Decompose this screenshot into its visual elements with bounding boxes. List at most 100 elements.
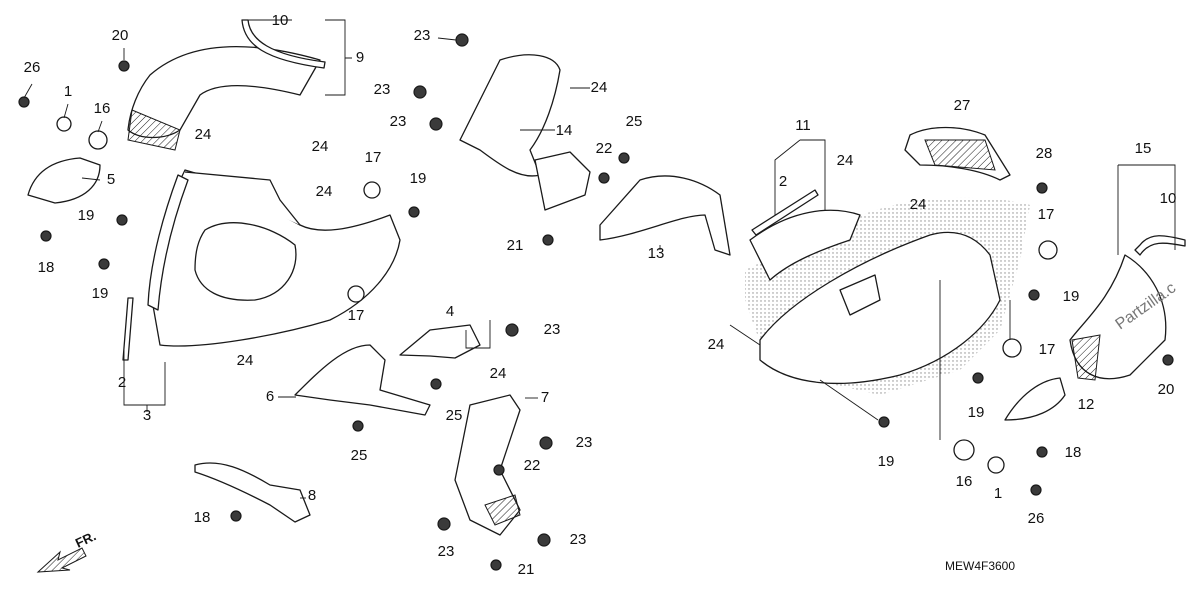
callout-18: 18 [194,509,211,526]
callout-17: 17 [1038,206,1055,223]
upper-cowl-assembly-left [27,19,401,361]
part-16-collar-right [953,439,975,461]
callout-10: 10 [1160,190,1177,207]
part-23-clip-b [413,85,427,99]
callout-28: 28 [1036,145,1053,162]
part-19-bolt-left-b [98,258,110,270]
callout-14: 14 [556,122,573,139]
callout-24: 24 [237,352,254,369]
callout-3: 3 [143,407,151,424]
leader-lines [23,19,1176,499]
part-4-duct [399,324,481,359]
part-15-vent [1071,334,1101,381]
callout-24: 24 [708,336,725,353]
callout-16: 16 [956,473,973,490]
callout-16: 16 [94,100,111,117]
part-18-clip-right [1036,446,1048,458]
part-3-headlight-opening [194,222,297,301]
callout-26: 26 [24,59,41,76]
part-18-clip-bottom [230,510,242,522]
callout-10: 10 [272,12,289,29]
part-17-grommet-right-lower [1002,338,1022,358]
part-26-bolt-left [18,96,30,108]
callout-13: 13 [648,245,665,262]
part-22-screw-b [493,464,505,476]
part-17-grommet-left [363,181,381,199]
callout-17: 17 [365,149,382,166]
callout-23: 23 [570,531,587,548]
part-28-screw [1036,182,1048,194]
callout-18: 18 [38,259,55,276]
callout-1: 1 [64,83,72,100]
part-23-clip-c [429,117,443,131]
callout-24: 24 [837,152,854,169]
callout-20: 20 [112,27,129,44]
part-18-clip-left [40,230,52,242]
callout-24: 24 [312,138,329,155]
upper-cowl-assembly-right [745,126,1186,474]
callout-1: 1 [994,485,1002,502]
callout-labels: 1092026116524242417191918191724232324232… [24,12,1177,578]
part-23-clip-d [505,323,519,337]
callout-2: 2 [779,173,787,190]
part-19-bolt-right [1028,289,1040,301]
callout-23: 23 [374,81,391,98]
callout-26: 26 [1028,510,1045,527]
callout-8: 8 [308,487,316,504]
part-9-upper-inner-cover [127,45,321,139]
part-16-collar-left [88,130,108,150]
part-10-moulding [241,19,326,69]
callout-24: 24 [490,365,507,382]
callout-17: 17 [348,307,365,324]
part-17-grommet-right [1038,240,1058,260]
callout-19: 19 [92,285,109,302]
callout-19: 19 [78,207,95,224]
part-3-upper-edge [184,171,301,226]
callout-21: 21 [518,561,535,578]
callout-24: 24 [316,183,333,200]
callout-7: 7 [541,389,549,406]
callout-25: 25 [446,407,463,424]
callout-23: 23 [576,434,593,451]
part-23-clip-a [455,33,469,47]
part-14-lower-panel [534,151,591,211]
callout-24: 24 [195,126,212,143]
front-direction-label: FR. [73,528,98,550]
part-27-grille [924,139,996,171]
part-25-bolt-c [618,152,630,164]
part-19-bolt-right-lower [972,372,984,384]
fasteners [18,33,1174,571]
callout-20: 20 [1158,381,1175,398]
part-5-side-duct [27,157,101,204]
callout-9: 9 [356,49,364,66]
callout-22: 22 [524,457,541,474]
part-21-clip-b [490,559,502,571]
part-19-bolt-left-a [116,214,128,226]
part-23-clip-g [437,517,451,531]
callout-23: 23 [390,113,407,130]
front-arrow-icon [36,547,87,573]
front-direction-indicator: FR. [36,528,98,573]
part-7-vent [484,494,521,526]
part-23-clip-f [537,533,551,547]
callout-19: 19 [410,170,427,187]
callout-2: 2 [118,374,126,391]
callout-5: 5 [107,171,115,188]
part-1-washer-right [987,456,1005,474]
part-10-moulding-right [1134,235,1186,256]
part-2-garnish-right [751,189,819,236]
part-21-clip-a [542,234,554,246]
part-19-bolt-upper [408,206,420,218]
part-26-bolt-right [1030,484,1042,496]
callout-6: 6 [266,388,274,405]
callout-19: 19 [878,453,895,470]
callout-23: 23 [544,321,561,338]
diagram-code: MEW4F3600 [945,559,1015,573]
callout-19: 19 [1063,288,1080,305]
inner-panels-center [194,54,731,536]
part-13-under-cowl [599,175,731,256]
part-9-vent [127,109,181,151]
part-12-side-duct-right [1004,377,1066,421]
part-17-grommet-left-lower [347,285,365,303]
part-11-side-panel [749,209,861,281]
